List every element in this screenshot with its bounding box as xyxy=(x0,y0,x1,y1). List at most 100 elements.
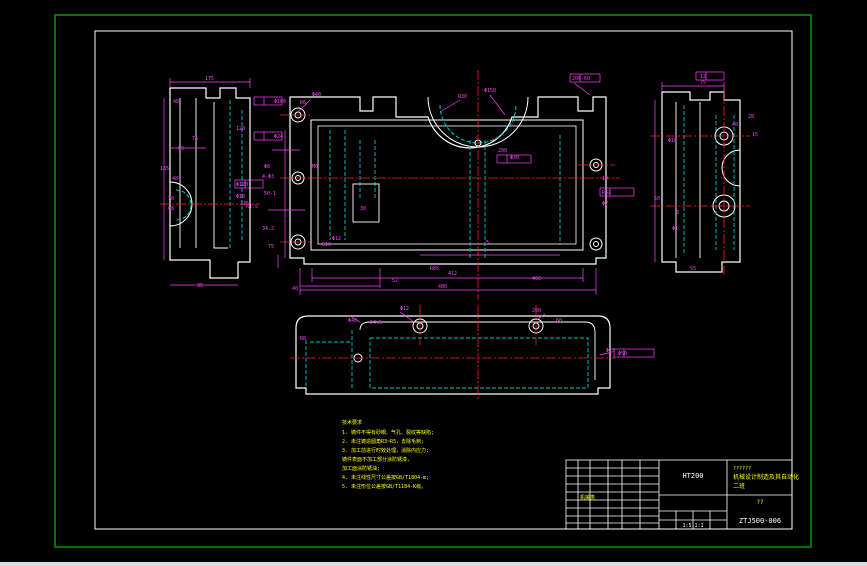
right-dimension-label: 28 xyxy=(748,114,754,120)
front-dimension-label: R62 xyxy=(602,190,611,196)
front-dimension-label: 200-60 xyxy=(572,76,590,82)
front-dimension-label: M6 xyxy=(312,164,318,170)
right-dimension-label: 15 xyxy=(752,132,758,138)
front-dimension-label: R85 xyxy=(430,266,439,272)
note-line: 3. 加工前进行时效处理，消除内应力; xyxy=(342,447,429,454)
front-bolt-holes xyxy=(290,107,603,251)
project-line-3: 二班 xyxy=(733,482,745,490)
front-dimension-label: 5 xyxy=(486,240,489,246)
note-line: 铸件表面不加工部分涂防锈漆， xyxy=(342,456,412,463)
front-dimension-label: R6 xyxy=(300,100,306,106)
technical-notes: 技术要求 1. 铸件不得有砂眼、气孔、裂纹等缺陷; 2. 未注铸造圆角R3~R5，… xyxy=(342,419,434,490)
right-dimension-label: 50 xyxy=(654,196,660,202)
left-dimension-label: 55 xyxy=(178,146,184,152)
notes-heading: 技术要求 xyxy=(342,419,362,426)
note-line: 4. 未注线性尺寸公差按GB/T1804-m; xyxy=(342,474,429,481)
top-dimension-label: Φ12 xyxy=(400,306,409,312)
front-center-lines xyxy=(280,70,620,300)
front-dimension-lines xyxy=(268,130,597,295)
note-line: 5. 未注形位公差按GB/T1184-K级。 xyxy=(342,483,426,490)
right-dimension-lines xyxy=(654,82,725,262)
outer-border xyxy=(54,14,812,548)
front-inner-cavity xyxy=(310,119,584,251)
front-dimension-label: 10 xyxy=(602,176,608,182)
front-slot xyxy=(352,183,380,223)
top-tolerance-frames xyxy=(613,348,655,358)
front-dimension-label: 412 xyxy=(448,271,457,277)
project-line-2: 机械设计制造及其自动化 xyxy=(733,473,799,481)
right-center-lines xyxy=(650,90,750,275)
top-leaders xyxy=(349,311,613,356)
front-dimension-label: 200 xyxy=(498,148,507,154)
top-dimension-label: 60 xyxy=(556,318,562,324)
left-dimension-label: 75 xyxy=(192,136,198,142)
right-internal-edges xyxy=(675,102,701,258)
front-dimension-label: 510 xyxy=(322,242,331,248)
left-internal-edges xyxy=(179,98,228,249)
sheet-label: 机械类 xyxy=(580,494,595,501)
front-dimension-label: Φ100 xyxy=(274,99,286,105)
top-center-lines xyxy=(290,305,615,400)
drawing-number: ZTJ500-006 xyxy=(739,517,781,525)
top-dimension-label: 24.5 xyxy=(370,320,382,326)
title-block-grid xyxy=(565,459,793,530)
top-outline xyxy=(295,315,611,395)
note-line: 1. 铸件不得有砂眼、气孔、裂纹等缺陷; xyxy=(342,429,434,436)
front-outline xyxy=(289,96,607,265)
right-dimension-label: Φ1 xyxy=(672,226,678,232)
right-dimension-label: Φ10 xyxy=(668,138,677,144)
front-dimension-label: 75 xyxy=(268,244,274,250)
scale-row: 1:5 1:1 xyxy=(682,523,703,529)
name-mark: ?? xyxy=(756,499,764,506)
note-line: 2. 未注铸造圆角R3~R5，去除毛刺; xyxy=(342,438,424,445)
left-dimension-label: 185 xyxy=(160,166,169,172)
front-tolerance-frames xyxy=(234,73,635,197)
front-view[interactable]: Φ40R6R30Φ150Φ100Φ24Φ120Φ10R1.5Φ84-Φ350-1… xyxy=(234,70,635,300)
front-dimension-texts: Φ40R6R30Φ150Φ100Φ24Φ120Φ10R1.5Φ84-Φ350-1… xyxy=(236,76,611,292)
left-dimension-label: 175 xyxy=(205,76,214,82)
top-rim xyxy=(359,321,596,380)
front-dimension-label: 34.2 xyxy=(262,226,274,232)
right-dimension-label: 55 xyxy=(690,266,696,272)
front-dimension-label: 50-1 xyxy=(264,191,276,197)
front-dimension-label: Φ12 xyxy=(332,236,341,242)
front-dimension-label: 40 xyxy=(292,286,298,292)
top-hidden-lines xyxy=(305,330,353,388)
left-dimension-label: 70 xyxy=(168,196,174,202)
top-dimension-label: 200 xyxy=(532,308,541,314)
right-dimension-label: 40 xyxy=(732,122,738,128)
front-dimension-label: 30 xyxy=(360,206,366,212)
front-hidden-lines xyxy=(329,130,561,258)
front-dimension-label: 52 xyxy=(392,278,398,284)
front-dimension-label: Φ8 xyxy=(264,164,270,170)
left-dimension-label: 135 xyxy=(240,201,249,207)
top-hidden-pocket xyxy=(369,337,589,389)
project-line-1: ?????? xyxy=(733,466,751,472)
left-dimension-label: Φ8 xyxy=(168,206,174,212)
title-block[interactable]: HT200 ?????? 机械设计制造及其自动化 二班 ?? ZTJ500-00… xyxy=(565,459,799,530)
right-dimension-label: 12 xyxy=(700,74,706,80)
front-dimension-label: R1.5 xyxy=(246,204,258,210)
left-dimension-label: 48 xyxy=(172,176,178,182)
front-dimension-label: 466 xyxy=(532,276,541,282)
inner-border xyxy=(94,30,793,530)
front-dimension-label: Φ150 xyxy=(484,88,496,94)
top-dimension-label: Φ50 xyxy=(618,351,627,357)
top-dimension-label: Φ40 xyxy=(348,318,357,324)
left-dimension-label: 40 xyxy=(173,99,179,105)
top-dimension-label: Φ25 xyxy=(606,348,615,354)
front-dimension-label: Φ40 xyxy=(312,92,321,98)
bearing-arc-hidden xyxy=(439,104,517,144)
front-dimension-label: Φ24 xyxy=(274,134,283,140)
left-dimension-label: 35 xyxy=(197,283,203,289)
front-dimension-label: 480 xyxy=(438,284,447,290)
